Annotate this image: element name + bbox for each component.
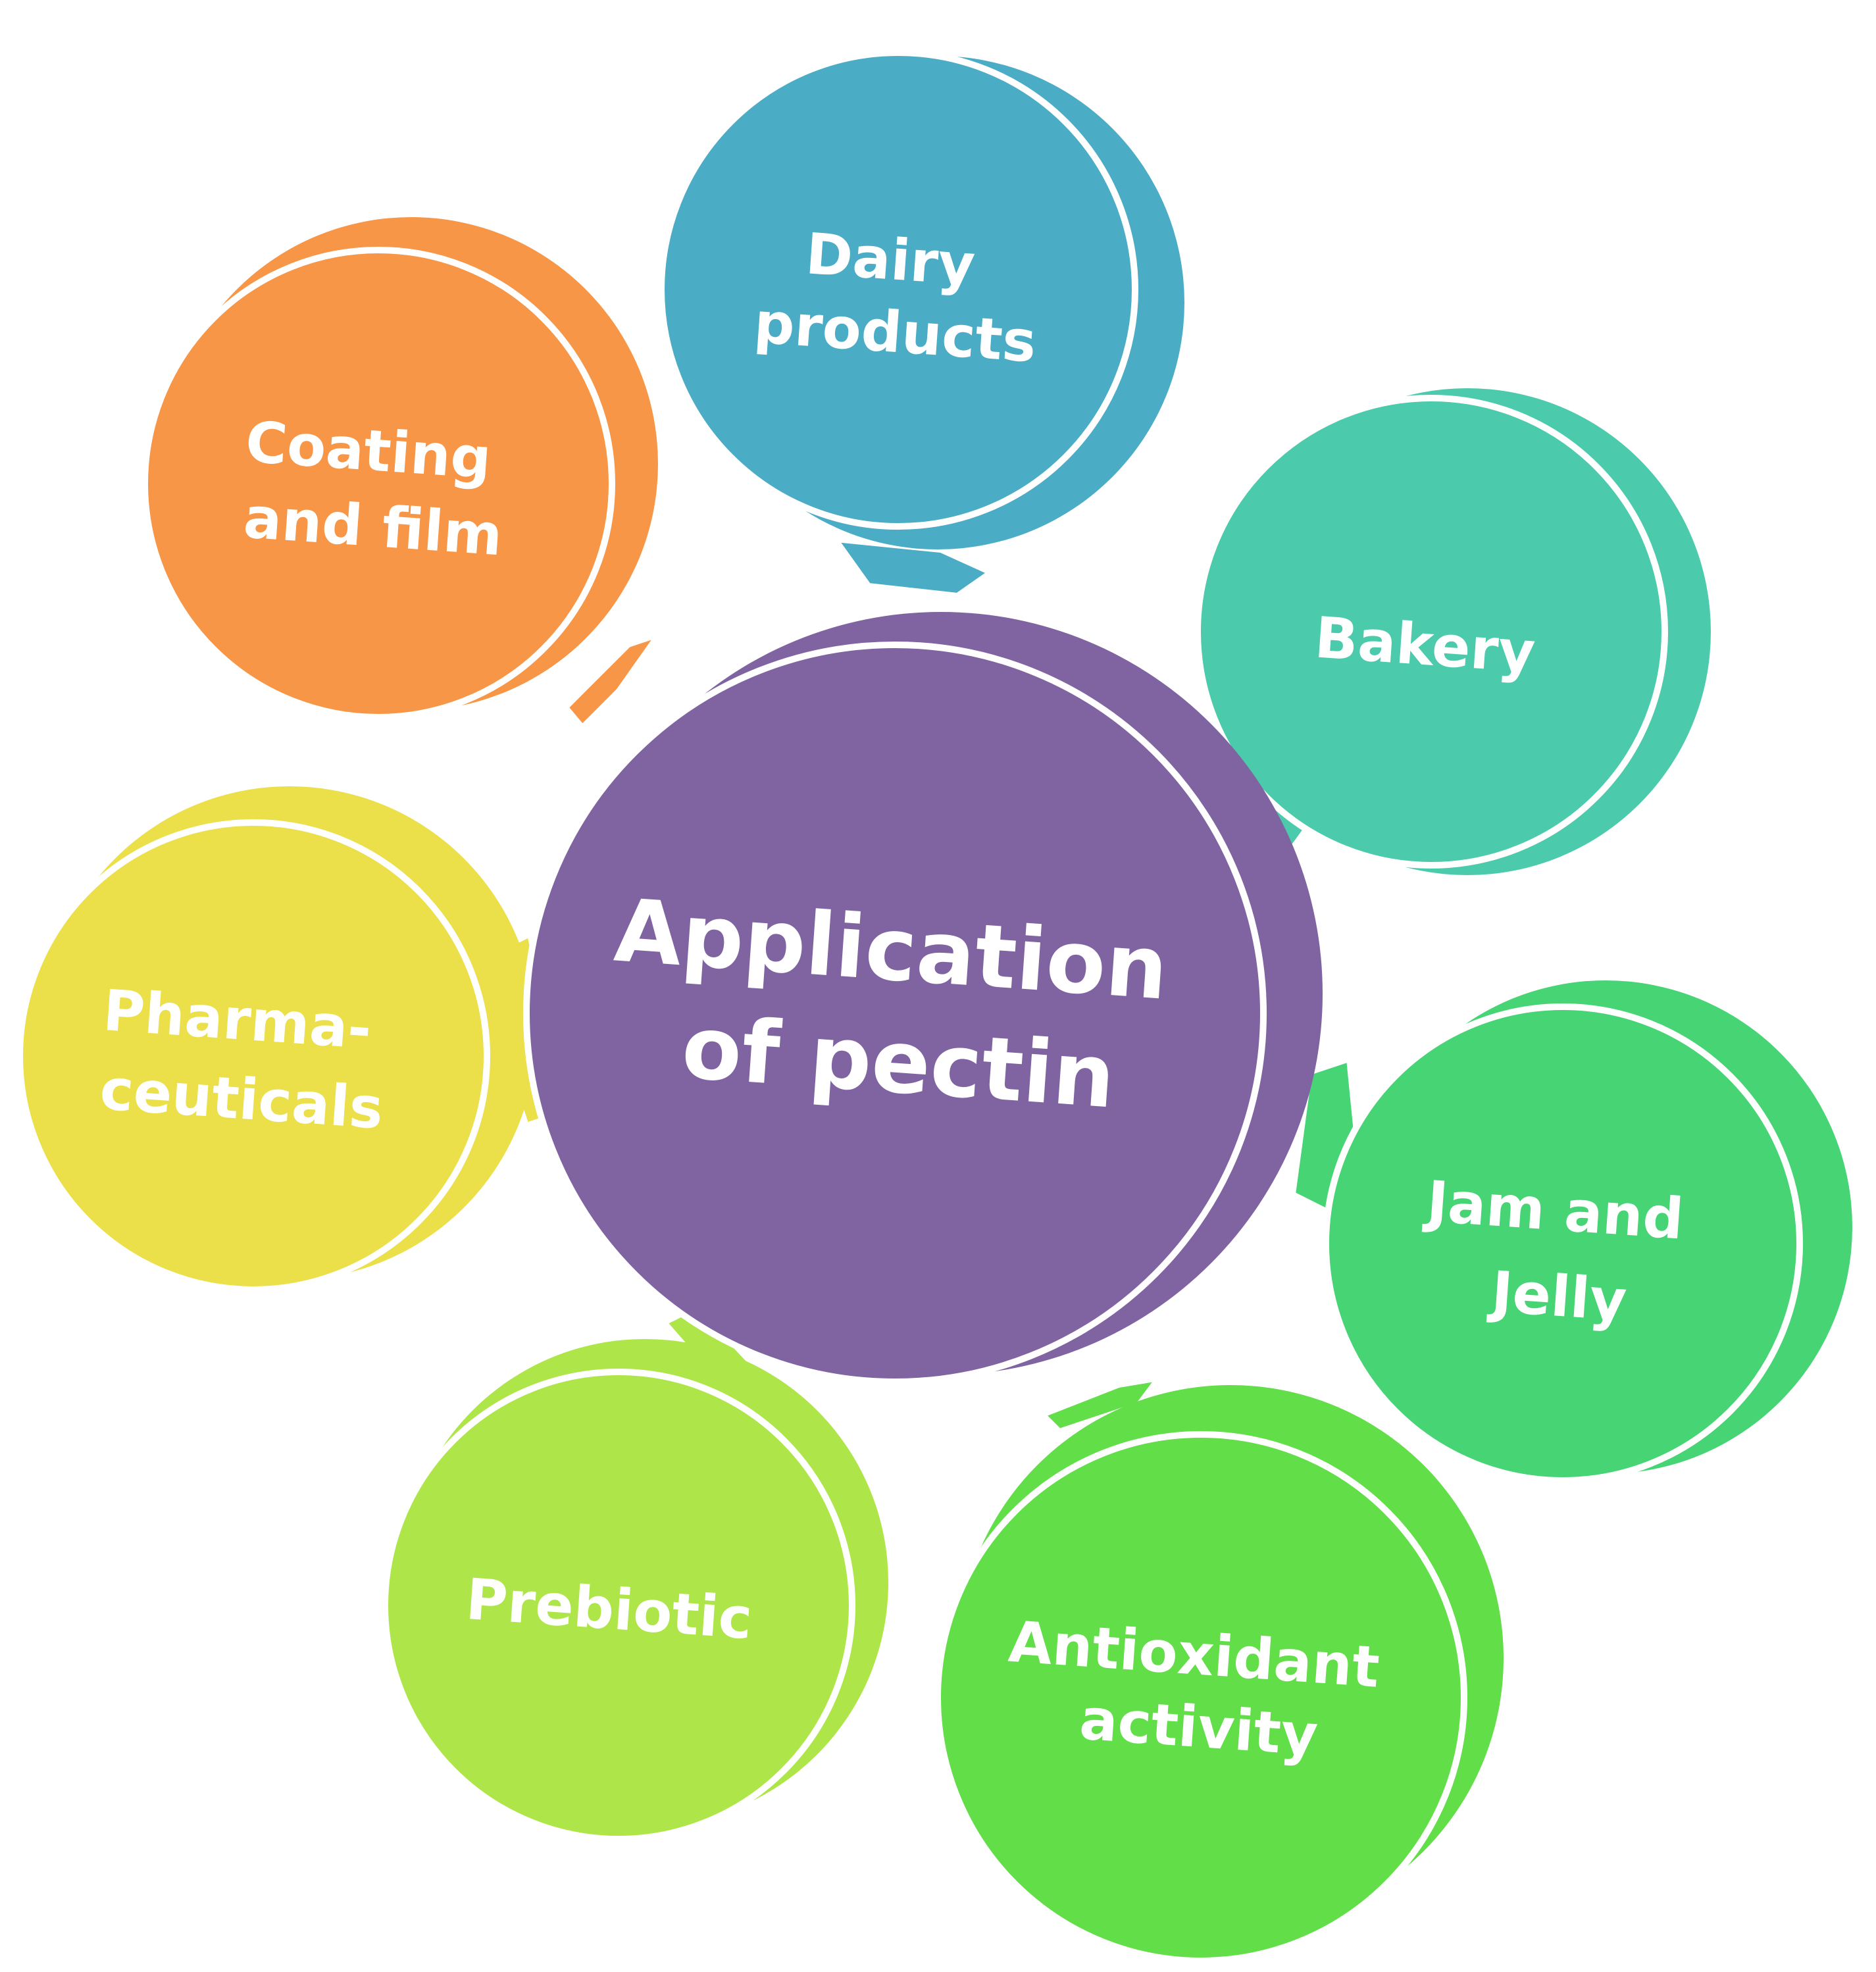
node-dairy-face	[658, 49, 1138, 530]
node-antioxidant: Antioxidant activity	[934, 1385, 1504, 1964]
node-dairy-line-1: Dairy	[803, 221, 977, 299]
connector-coating	[562, 630, 665, 731]
center-node: Application of pectin	[523, 612, 1323, 1385]
node-coating-label: Coating and film	[238, 409, 513, 569]
node-antioxidant-face	[934, 1431, 1467, 1964]
connector-antioxidant	[1038, 1375, 1165, 1434]
node-bakery-label: Bakery	[1313, 605, 1537, 686]
node-pharma: Pharma- ceuticals	[16, 786, 536, 1293]
center-node-face	[523, 642, 1267, 1385]
node-jam-face	[1323, 1003, 1803, 1484]
node-prebiotic-face	[382, 1369, 855, 1842]
node-coating: Coating and film	[141, 217, 658, 721]
node-coating-face	[141, 247, 615, 721]
node-jam-line-2: Jelly	[1486, 1259, 1629, 1334]
node-jam: Jam and Jelly	[1323, 980, 1852, 1484]
node-bakery: Bakery	[1194, 388, 1711, 875]
node-bakery-line-1: Bakery	[1313, 605, 1537, 686]
node-dairy: Dairy products	[658, 49, 1184, 549]
node-bakery-face	[1194, 395, 1668, 869]
node-prebiotic: Prebiotic	[382, 1339, 888, 1842]
node-pharma-face	[16, 819, 490, 1293]
